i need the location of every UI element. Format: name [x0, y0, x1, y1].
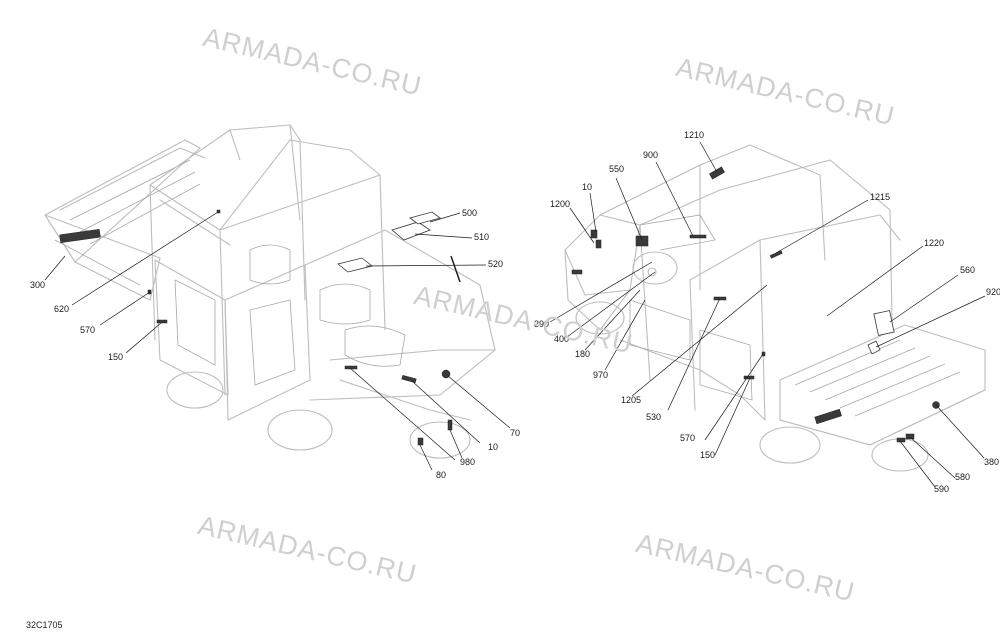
callout-label: 550	[609, 164, 624, 174]
callout-label: 510	[474, 232, 489, 242]
callout-label: 380	[984, 457, 999, 467]
right-vehicle-drawing	[564, 144, 986, 472]
callout-label: 980	[460, 457, 475, 467]
callout-label: 1200	[550, 199, 570, 209]
callout-label: 10	[488, 442, 498, 452]
callout-label: 970	[593, 370, 608, 380]
left-leader-lines	[44, 211, 511, 471]
right-callouts: 1210 900 550 10 1200 1215 1220 560 920 3…	[534, 130, 1000, 494]
callout-label: 300	[30, 280, 45, 290]
callout-label: 500	[462, 208, 477, 218]
callout-label: 590	[934, 484, 949, 494]
callout-label: 920	[986, 287, 1000, 297]
callout-label: 150	[700, 450, 715, 460]
callout-label: 150	[108, 352, 123, 362]
callout-label: 900	[643, 150, 658, 160]
callout-label: 1210	[684, 130, 704, 140]
callout-label: 620	[54, 304, 69, 314]
left-callouts: 500 510 520 300 620 570 150 70 10 980 80	[30, 208, 520, 480]
callout-label: 70	[510, 428, 520, 438]
callout-label: 1220	[924, 238, 944, 248]
callout-label: 560	[960, 265, 975, 275]
callout-label: 1205	[621, 395, 641, 405]
diagram-code: 32C1705	[26, 620, 63, 630]
callout-label: 10	[582, 182, 592, 192]
callout-label: 570	[680, 433, 695, 443]
callout-label: 570	[80, 325, 95, 335]
callout-label: 80	[436, 470, 446, 480]
right-leader-lines	[549, 141, 986, 488]
callout-label: 390	[534, 319, 549, 329]
callout-label: 530	[646, 412, 661, 422]
callout-label: 1215	[870, 192, 890, 202]
callout-label: 400	[554, 334, 569, 344]
callout-label: 520	[488, 259, 503, 269]
callout-label: 580	[955, 472, 970, 482]
callout-label: 180	[575, 349, 590, 359]
